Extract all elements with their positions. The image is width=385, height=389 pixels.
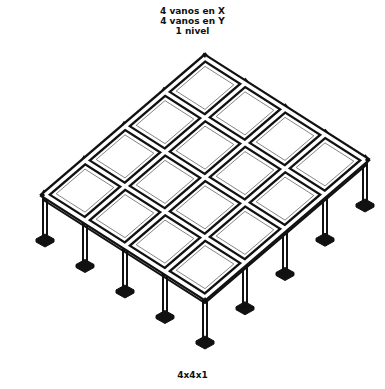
beam-core bbox=[125, 127, 285, 229]
bay-outline bbox=[176, 246, 234, 289]
bay-outline bbox=[176, 126, 234, 169]
bay-outline bbox=[96, 195, 154, 238]
bay-outline bbox=[216, 211, 274, 254]
bay-outline bbox=[216, 92, 274, 135]
bay-outline bbox=[256, 117, 314, 160]
beam bbox=[125, 127, 285, 229]
beam bbox=[165, 135, 325, 272]
bay-outline bbox=[216, 152, 274, 195]
columns bbox=[36, 58, 374, 349]
footing-side bbox=[116, 290, 134, 298]
label-group: 4 vanos en X4 vanos en Y1 nivel bbox=[0, 6, 385, 36]
beam-core bbox=[205, 160, 365, 297]
footing-side bbox=[196, 341, 214, 349]
beam-core bbox=[125, 109, 285, 246]
note-label: 4 vanos en X bbox=[0, 6, 385, 16]
bay-outline bbox=[136, 160, 194, 203]
footing-side bbox=[156, 316, 174, 324]
caption: 4x4x1 bbox=[0, 370, 385, 380]
beam-core bbox=[45, 195, 205, 297]
bay-outline bbox=[176, 186, 234, 229]
slab bbox=[45, 58, 365, 303]
beam bbox=[45, 195, 205, 297]
bay-outline bbox=[256, 177, 314, 220]
bay-outline bbox=[296, 143, 354, 186]
bay-outline bbox=[136, 220, 194, 263]
beam bbox=[125, 109, 285, 246]
footing-side bbox=[276, 273, 294, 281]
footing-side bbox=[316, 238, 334, 246]
bay-outline bbox=[96, 135, 154, 178]
beam-core bbox=[165, 135, 325, 272]
beam bbox=[205, 160, 365, 297]
footing-side bbox=[236, 307, 254, 315]
note-label: 4 vanos en Y bbox=[0, 16, 385, 26]
footing-side bbox=[76, 265, 94, 273]
bay-outline bbox=[56, 169, 114, 212]
bay-outline bbox=[176, 66, 234, 109]
footing-side bbox=[36, 239, 54, 247]
bay-outline bbox=[136, 101, 194, 144]
note-label: 1 nivel bbox=[0, 26, 385, 36]
footing-side bbox=[356, 204, 374, 212]
beam-core bbox=[85, 161, 245, 263]
beam bbox=[85, 161, 245, 263]
slab-ground bbox=[45, 58, 365, 297]
beams bbox=[45, 58, 365, 297]
